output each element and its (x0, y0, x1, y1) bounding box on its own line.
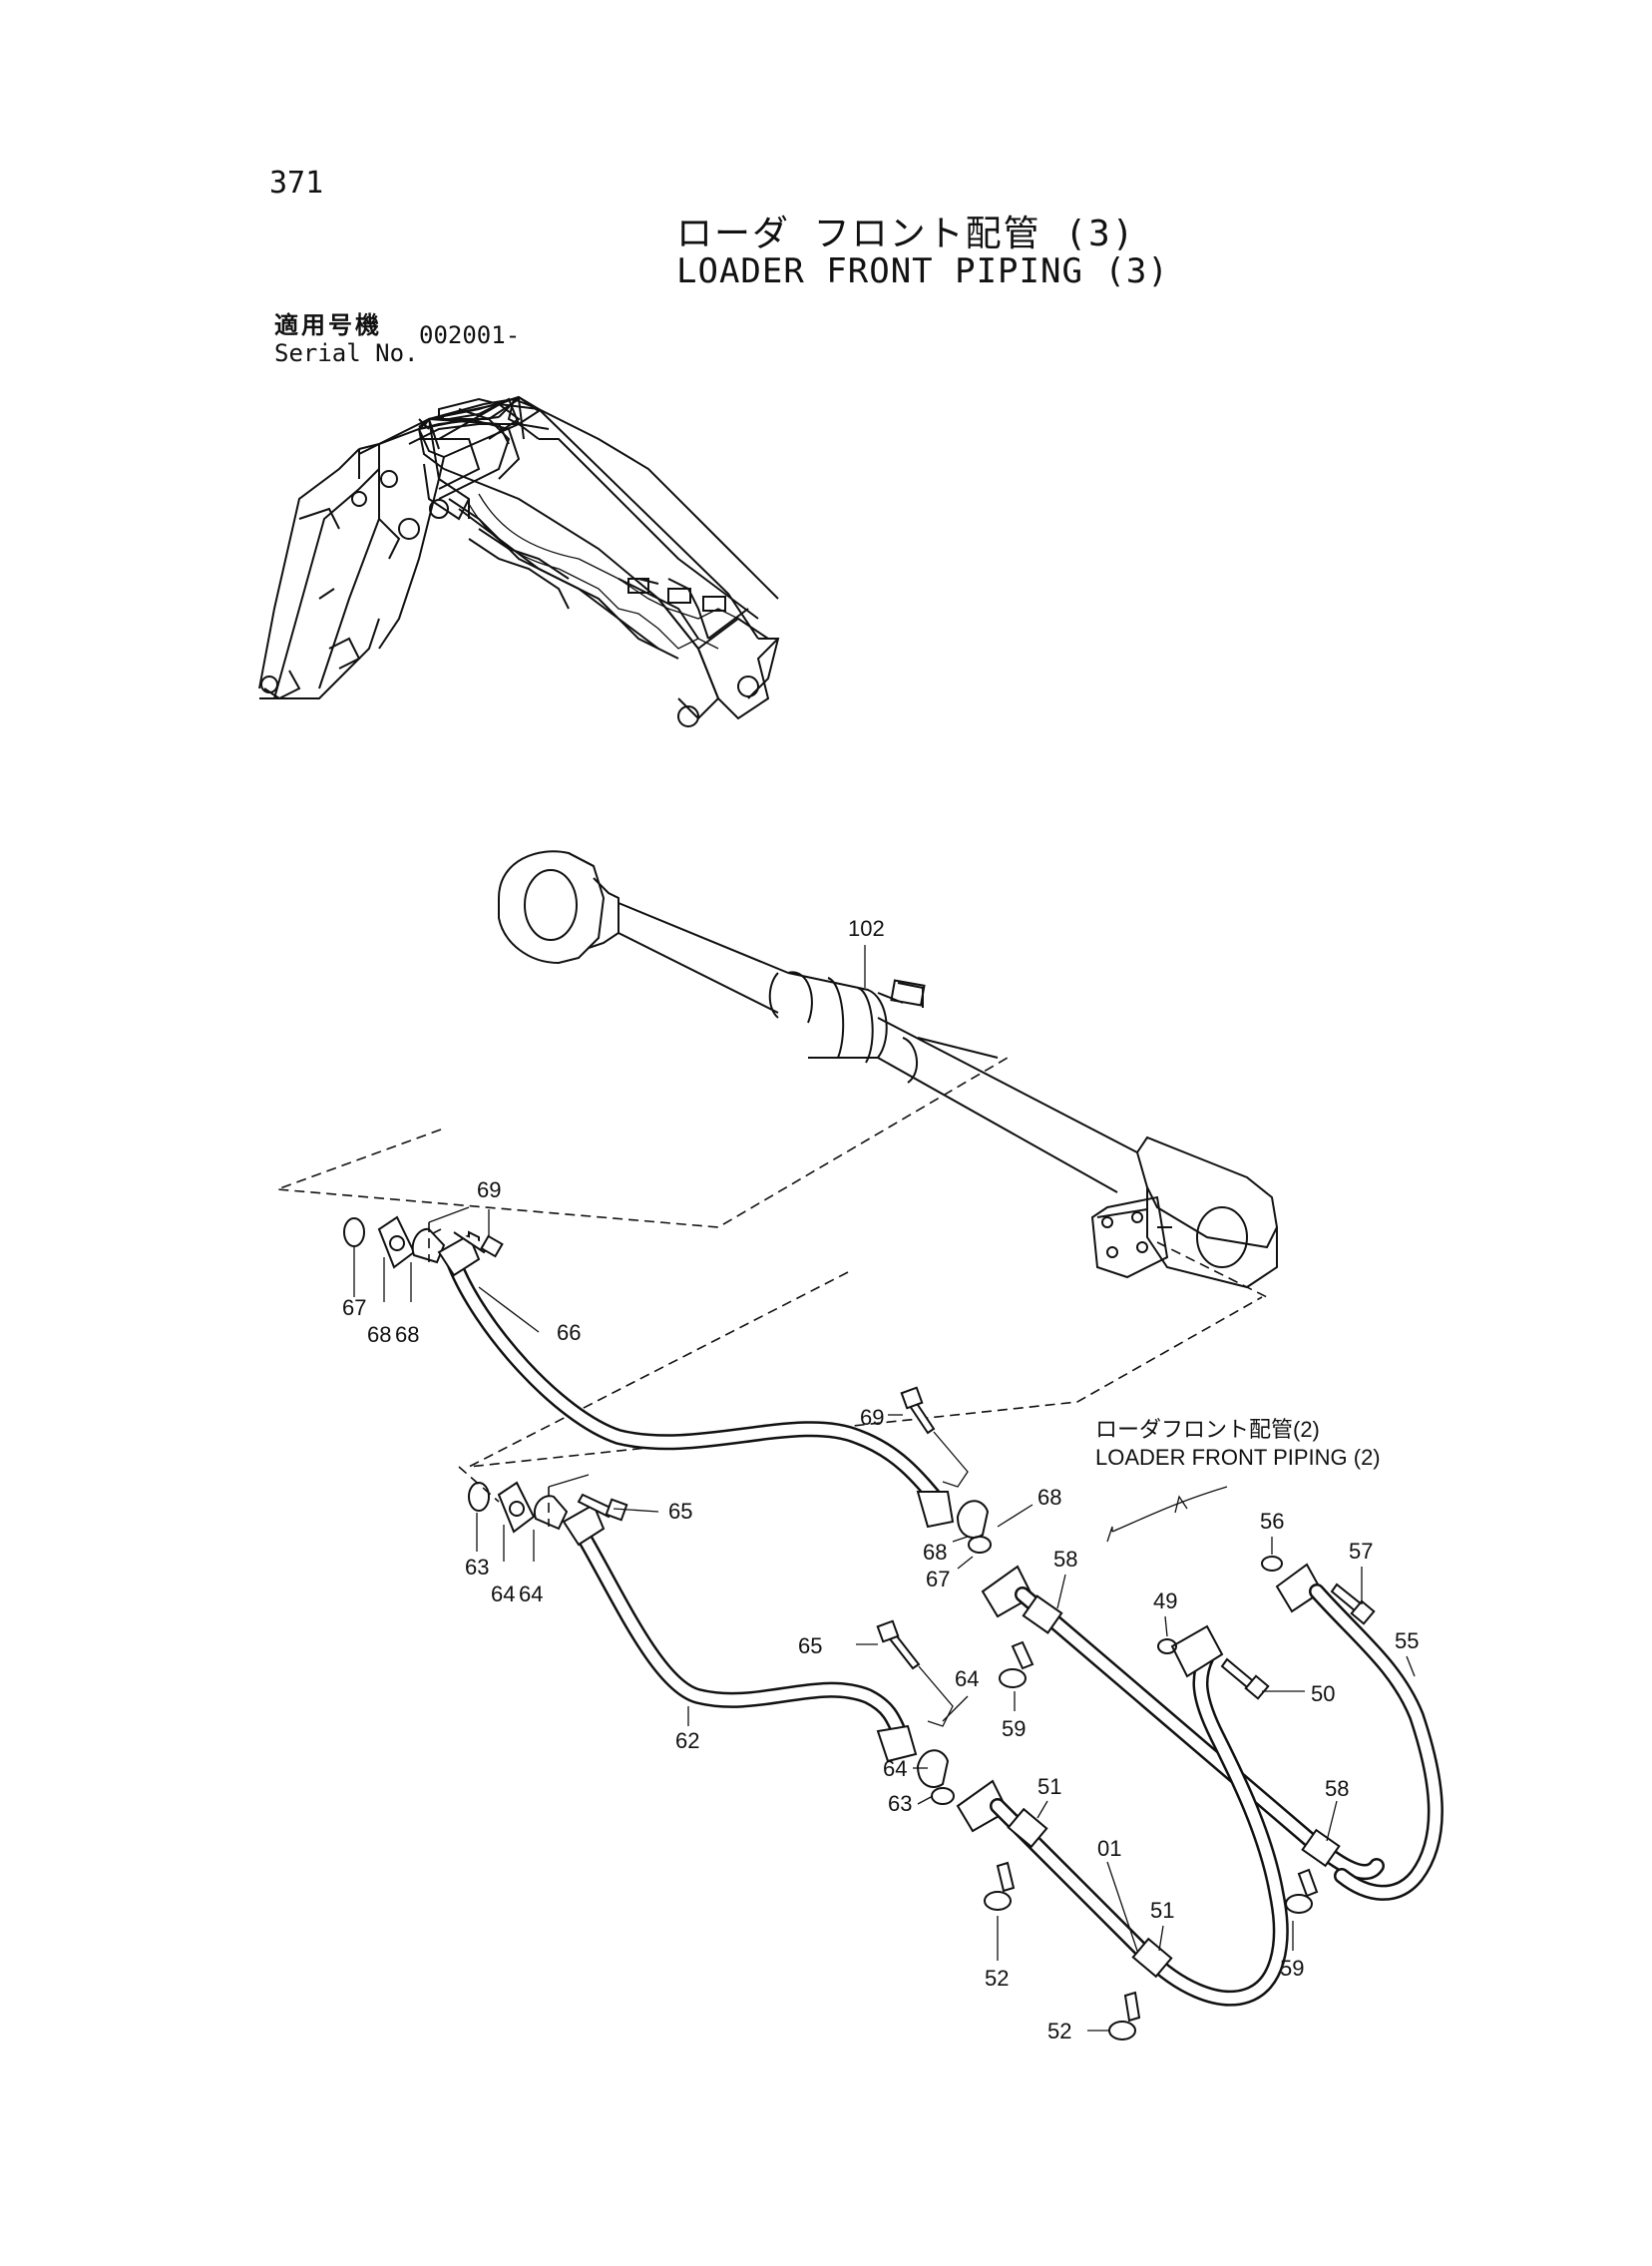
callout-49: 49 (1153, 1588, 1177, 1613)
serial-value: 002001- (419, 321, 521, 349)
leader-lines (353, 945, 1416, 2032)
hose-66 (343, 1206, 992, 1554)
callout-68-left-b: 68 (395, 1322, 419, 1347)
callout-51-left: 51 (1037, 1774, 1061, 1799)
callout-63-left: 63 (465, 1555, 489, 1580)
callout-51-right: 51 (1150, 1898, 1174, 1923)
title-english: LOADER FRONT PIPING (3) (676, 251, 1169, 291)
serial-label-japanese: 適用号機 (274, 311, 382, 339)
callout-55: 55 (1395, 1628, 1419, 1653)
page-number: 371 (269, 166, 324, 201)
title-japanese: ローダ フロント配管 (3) (676, 214, 1136, 254)
callout-66: 66 (557, 1320, 581, 1345)
callout-64-right-a: 64 (955, 1666, 979, 1691)
callout-68-left-a: 68 (367, 1322, 391, 1347)
pipes-01-55 (956, 1486, 1444, 2040)
callout-59-right: 59 (1280, 1956, 1304, 1981)
callout-67-top: 67 (342, 1295, 366, 1320)
boom-overview-drawing (258, 395, 780, 727)
callout-69-top: 69 (477, 1177, 501, 1202)
callout-65-right: 65 (798, 1633, 822, 1658)
callout-64-left-b: 64 (519, 1582, 543, 1606)
callout-labels: 102 69 67 68 68 66 69 68 68 67 65 63 64 … (342, 916, 1419, 2043)
callout-57: 57 (1349, 1539, 1373, 1564)
reference-label-english: LOADER FRONT PIPING (2) (1095, 1445, 1381, 1470)
callout-01: 01 (1097, 1836, 1121, 1861)
callout-59-left: 59 (1002, 1716, 1026, 1741)
callout-52-bottom: 52 (1047, 2019, 1071, 2043)
callout-58-upper: 58 (1053, 1547, 1077, 1572)
serial-label-english: Serial No. (274, 339, 419, 367)
callout-62: 62 (675, 1728, 699, 1753)
callout-52-left: 52 (985, 1966, 1009, 1991)
callout-69-right: 69 (860, 1405, 884, 1430)
callout-56: 56 (1260, 1509, 1284, 1534)
callout-67-right: 67 (926, 1567, 950, 1591)
callout-65-left: 65 (668, 1499, 692, 1524)
callout-63-right: 63 (888, 1791, 912, 1816)
callout-50: 50 (1311, 1681, 1335, 1706)
callout-102: 102 (848, 916, 885, 941)
hydraulic-cylinder-102 (498, 850, 1279, 1289)
reference-label-japanese: ローダフロント配管(2) (1095, 1417, 1320, 1442)
callout-68-right-a: 68 (1037, 1485, 1061, 1510)
callout-64-left-a: 64 (491, 1582, 515, 1606)
callout-58-lower: 58 (1325, 1776, 1349, 1801)
callout-68-right-b: 68 (923, 1540, 947, 1565)
callout-64-right-b: 64 (883, 1756, 907, 1781)
hose-62 (468, 1474, 955, 1805)
